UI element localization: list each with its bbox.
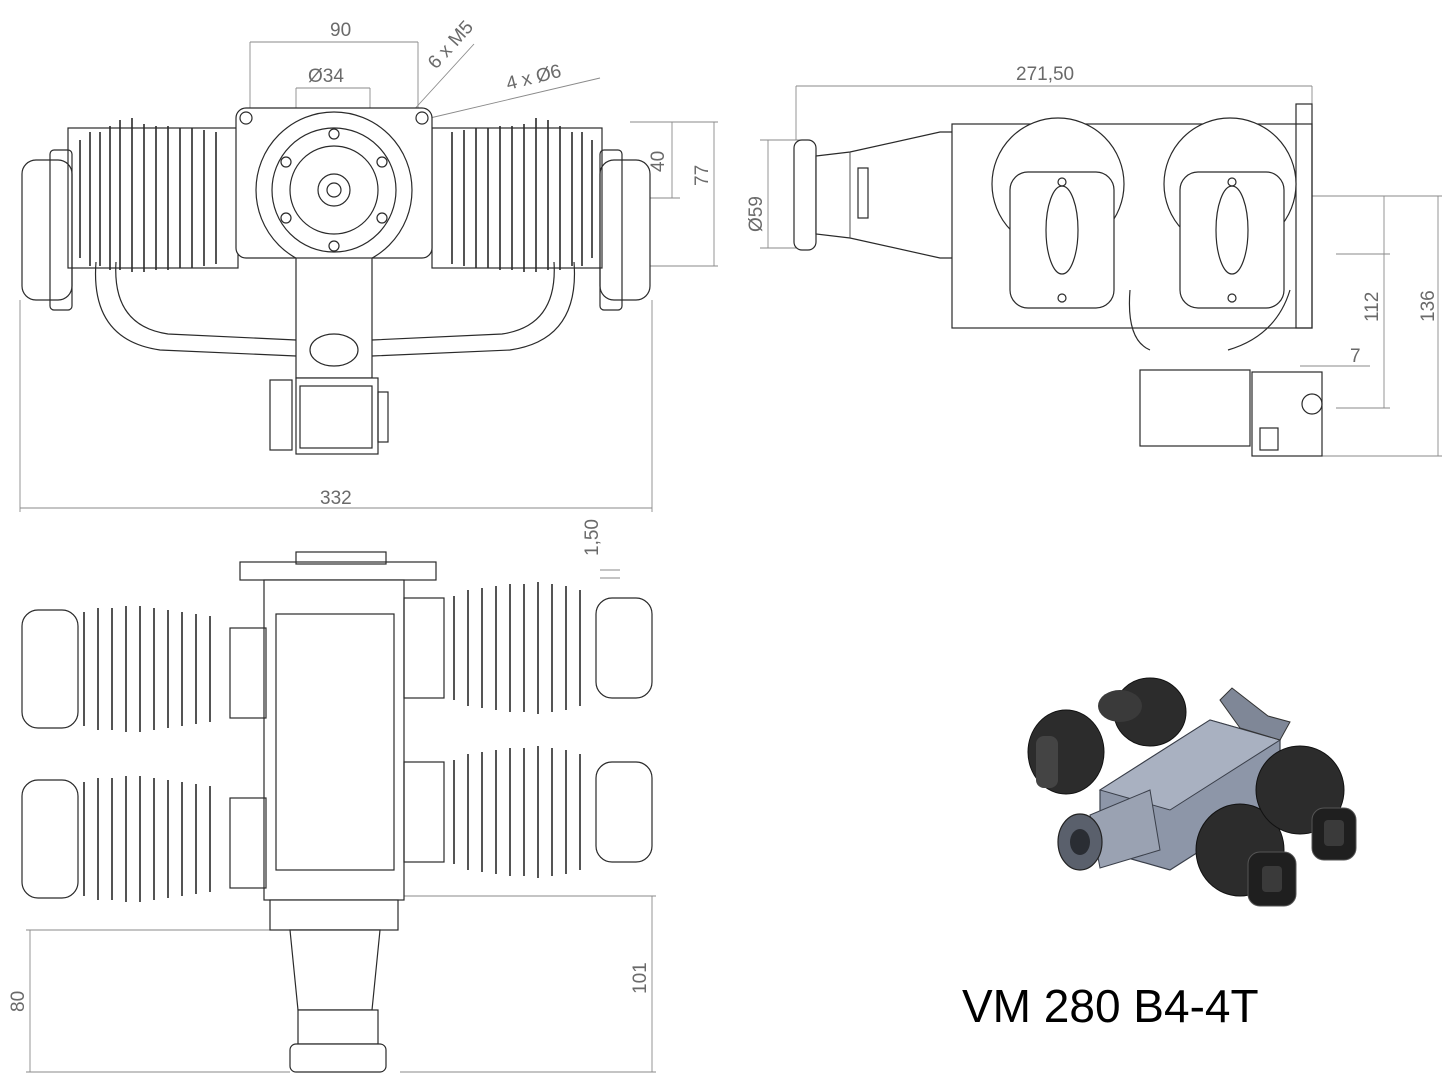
dim-offset-7: 7 — [1350, 346, 1361, 367]
dim-hub-length-101: 101 — [630, 962, 651, 994]
right-cylinder-fins — [451, 118, 593, 272]
dim-mount-holes: 4 x Ø6 — [504, 61, 563, 95]
left-cylinder-fins — [79, 118, 217, 272]
dim-overall-length: 271,50 — [1016, 64, 1074, 85]
iso-cylinder-rear-left — [1027, 709, 1105, 795]
dim-height-small: 40 — [648, 151, 669, 172]
top-right-cylinder-fins — [453, 582, 581, 878]
dim-height-112: 112 — [1362, 292, 1383, 322]
iso-cylinder-front-right — [1255, 745, 1357, 861]
dim-overall-width: 332 — [320, 488, 352, 509]
front-view: 90 Ø34 6 x M5 4 x Ø6 40 77 332 — [19, 17, 718, 512]
dim-hub-length-80: 80 — [8, 991, 29, 1012]
dim-height-136: 136 — [1418, 290, 1439, 322]
dim-hub-diameter: Ø59 — [746, 196, 767, 232]
dim-bolt-circle: Ø34 — [308, 66, 344, 87]
top-view: 1,50 80 101 — [8, 519, 656, 1073]
dim-height-large: 77 — [692, 165, 713, 186]
dim-width-top: 90 — [330, 20, 351, 41]
iso-cylinder-front-left — [1195, 803, 1297, 907]
dim-mount-screws: 6 x M5 — [424, 17, 478, 73]
dim-flange-offset: 1,50 — [582, 519, 603, 556]
top-left-cylinder-fins — [83, 606, 211, 902]
model-title: VM 280 B4-4T — [962, 980, 1259, 1032]
side-view: 271,50 Ø59 112 136 7 — [746, 64, 1442, 457]
iso-cylinder-rear-right — [1098, 677, 1187, 747]
engine-isometric-render — [1027, 677, 1357, 907]
